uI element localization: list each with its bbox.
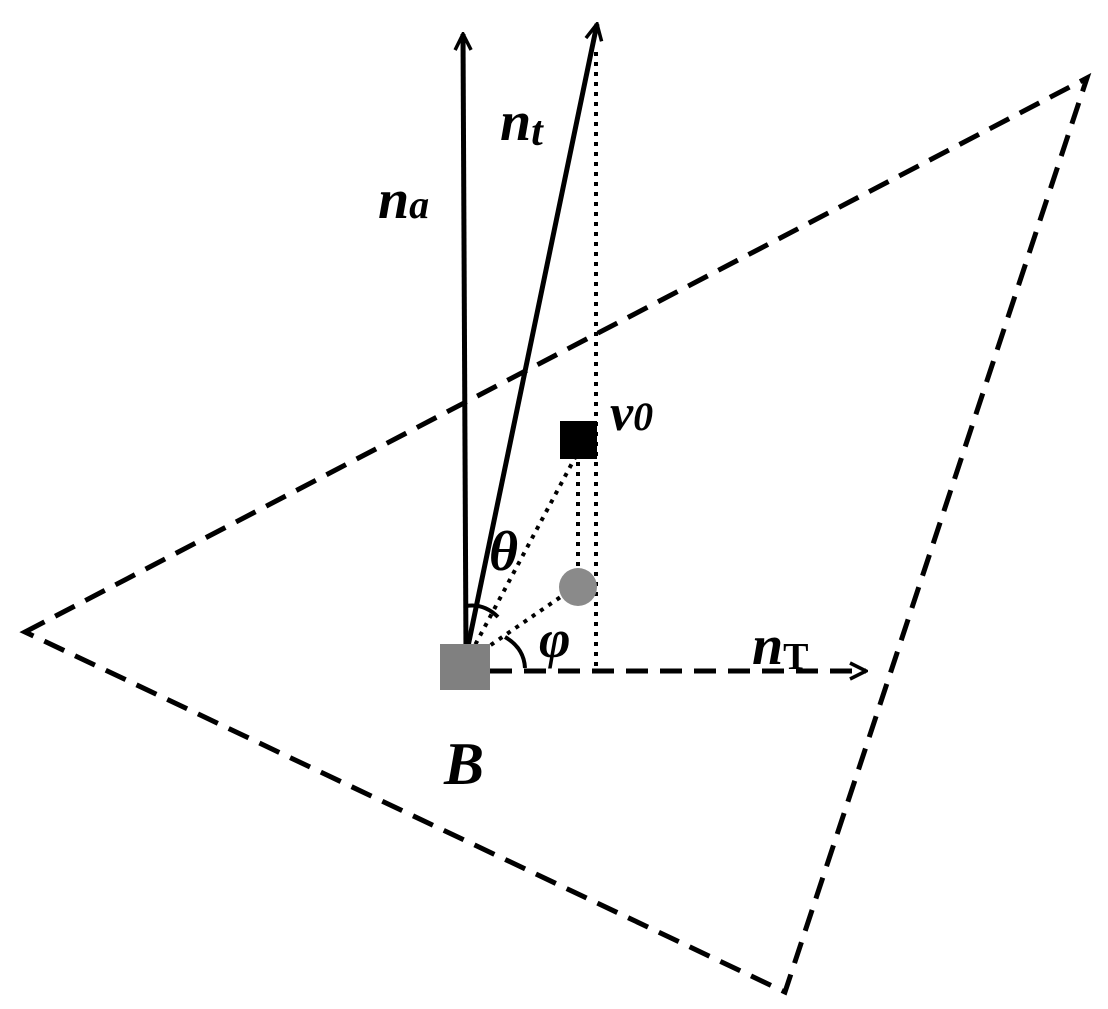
label-nt: nt (500, 91, 544, 155)
label-nT-sub: T (783, 636, 808, 678)
label-v0-main: v (610, 385, 634, 442)
label-theta: θ (489, 521, 518, 583)
label-na: na (378, 169, 429, 231)
label-phi: φ (539, 609, 571, 669)
label-na-main: n (378, 169, 409, 231)
theta-arc (465, 603, 500, 619)
label-nt-sub: t (531, 109, 544, 155)
label-v0: v0 (610, 385, 653, 442)
label-nt-main: n (500, 91, 531, 153)
label-v0-sub: 0 (633, 394, 653, 439)
label-nT-main: n (752, 615, 783, 677)
v0-point (560, 421, 597, 459)
label-na-sub: a (409, 182, 429, 227)
nt-arrow (463, 24, 597, 657)
b-point (440, 644, 490, 690)
label-B: B (443, 731, 484, 797)
projected-point (559, 568, 597, 606)
na-arrow (463, 34, 466, 657)
phi-arc (503, 635, 527, 669)
label-nT: nT (752, 615, 809, 678)
plane-outline (19, 72, 1092, 996)
